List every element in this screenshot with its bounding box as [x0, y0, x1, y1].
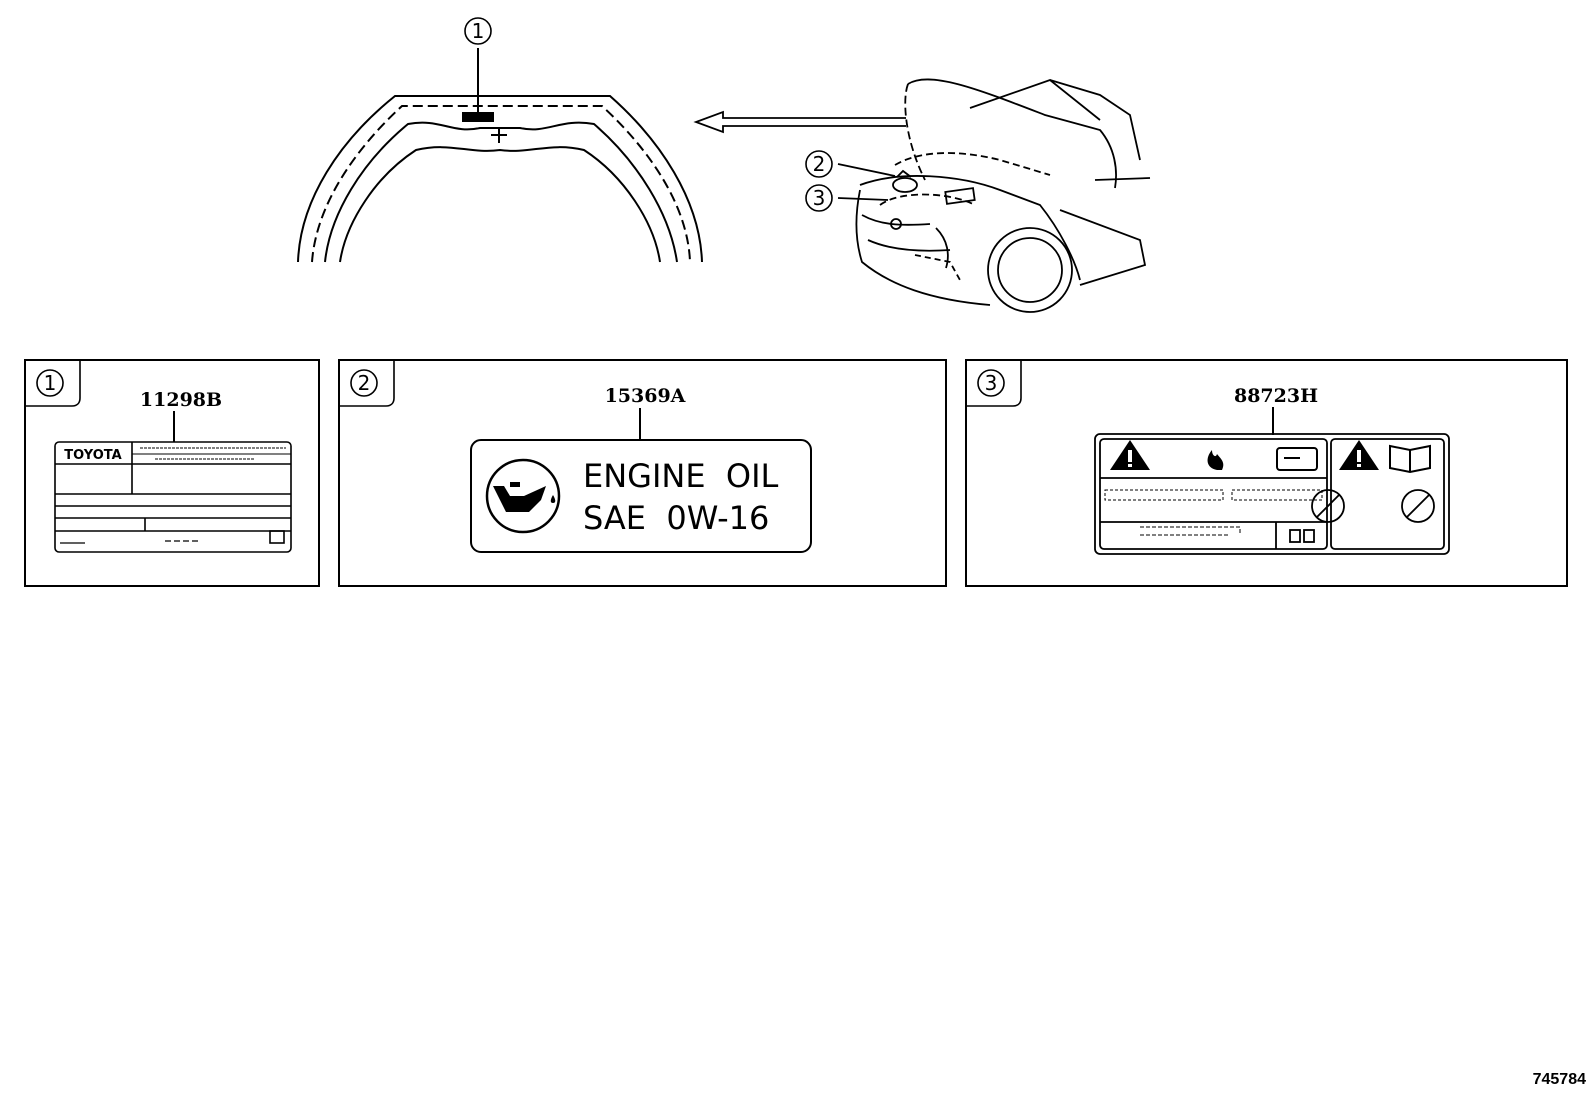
panel-2: 2 15369A ENGINE OIL SAE 0W-16: [338, 359, 947, 587]
callout-3-circle: [805, 184, 833, 212]
vehicle-front-view: [837, 78, 1151, 313]
battery-icon: [1276, 447, 1318, 471]
panel-1: 1 11298B TOYOTA: [24, 359, 320, 587]
panel-2-callout: 2: [358, 371, 371, 395]
callout-2-circle: [805, 150, 833, 178]
hood-underside-view: [297, 48, 703, 263]
drawing-id: 745784: [1532, 1071, 1586, 1088]
engine-oil-label: [470, 439, 812, 553]
toyota-brand-text: TOYOTA: [64, 448, 121, 463]
panel-1-part-number: 11298B: [140, 389, 222, 411]
callout-1-number: 1: [472, 19, 485, 43]
vehicle-emission-label: [54, 441, 292, 553]
callout-1-circle: [464, 17, 492, 45]
label-position-marker: [462, 112, 494, 122]
oil-grade-text: SAE 0W-16: [583, 499, 769, 537]
flame-icon: [1207, 450, 1224, 470]
battery-warning-label: [1094, 433, 1450, 555]
oil-can-icon: [485, 458, 561, 534]
callout-2-number: 2: [813, 152, 826, 176]
panel-3-part-number: 88723H: [1234, 385, 1318, 407]
callout-3-number: 3: [813, 186, 826, 210]
manual-book-icon: [1389, 444, 1431, 474]
panel-3: 3 88723H: [965, 359, 1568, 587]
panel-1-callout: 1: [44, 371, 57, 395]
direction-arrow: [693, 110, 906, 134]
panel-3-callout: 3: [985, 371, 998, 395]
panel-2-part-number: 15369A: [605, 385, 686, 407]
engine-oil-text: ENGINE OIL: [583, 457, 779, 495]
